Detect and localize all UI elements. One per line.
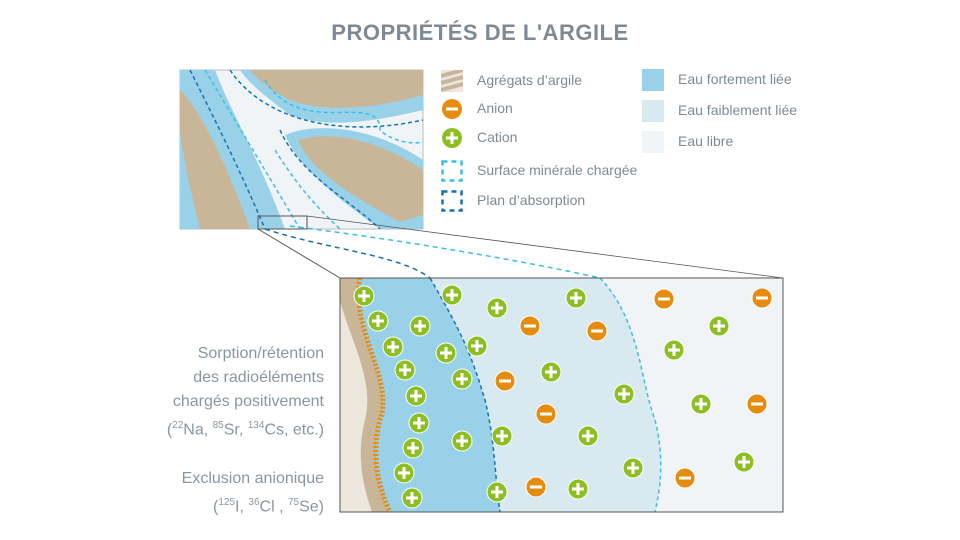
overview-map: [179, 69, 424, 230]
anion-icon: [519, 315, 541, 337]
cation-icon: [393, 462, 415, 484]
cation-icon: [733, 451, 755, 473]
zoom-panel: [339, 277, 784, 514]
cation-icon: [451, 368, 473, 390]
anion-icon: [535, 403, 557, 425]
exclusion-label: Exclusion anionique (125I, 36Cl , 75Se): [181, 470, 324, 516]
cation-icon: [622, 457, 644, 479]
cation-icon: [486, 481, 508, 503]
anion-icon: [674, 467, 696, 489]
cation-icon: [613, 383, 635, 405]
cation-icon: [382, 336, 404, 358]
anion-icon: [586, 320, 608, 342]
anion-icon: [653, 288, 675, 310]
cation-icon: [486, 297, 508, 319]
cation-icon: [405, 385, 427, 407]
page-title: PROPRIÉTÉS DE L'ARGILE: [331, 20, 629, 45]
cation-icon: [402, 437, 424, 459]
anion-icon: [494, 370, 516, 392]
cation-icon: [663, 339, 685, 361]
anion-icon: [525, 476, 547, 498]
cation-icon: [540, 361, 562, 383]
cation-icon: [567, 478, 589, 500]
cation-icon: [708, 315, 730, 337]
anion-icon: [751, 287, 773, 309]
cation-icon: [466, 335, 488, 357]
cation-icon: [409, 315, 431, 337]
cation-icon: [435, 342, 457, 364]
cation-icon: [401, 487, 423, 509]
cation-icon: [353, 285, 375, 307]
cation-icon: [408, 412, 430, 434]
cation-icon: [491, 425, 513, 447]
cation-icon: [367, 310, 389, 332]
cation-icon: [690, 393, 712, 415]
cation-icon: [394, 359, 416, 381]
cation-icon: [441, 284, 463, 306]
cation-icon: [565, 287, 587, 309]
cation-icon: [451, 430, 473, 452]
anion-icon: [746, 393, 768, 415]
cation-icon: [577, 425, 599, 447]
